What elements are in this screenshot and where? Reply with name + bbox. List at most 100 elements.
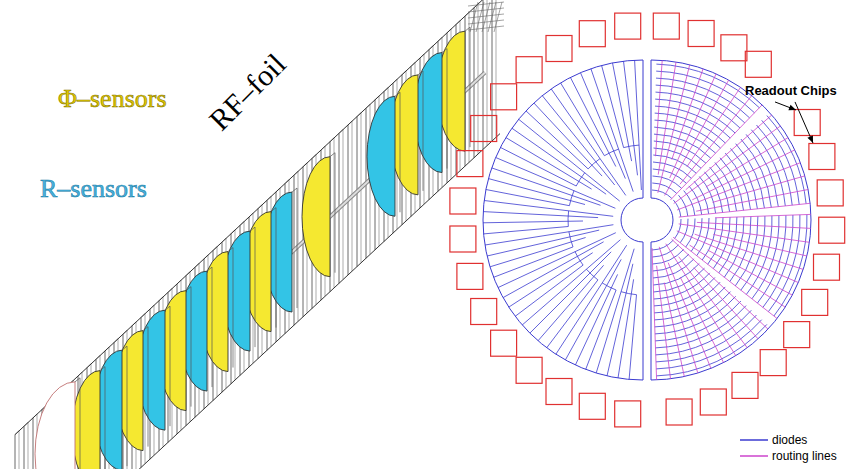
readout-chip	[688, 21, 714, 47]
diode-strip	[568, 211, 570, 227]
sensor-half-disc	[367, 96, 395, 216]
diode-strip	[673, 200, 681, 217]
routing-line	[697, 222, 811, 228]
diode-strip	[542, 96, 614, 185]
diode-strip	[652, 245, 678, 257]
diode-strip	[655, 301, 741, 341]
foil-fold-line	[492, 0, 496, 137]
leader-line	[795, 102, 813, 143]
foil-fold-line	[24, 422, 28, 469]
diode-strip	[522, 240, 620, 325]
readout-chip	[819, 217, 845, 243]
module-frame	[122, 346, 127, 466]
legend-label: routing lines	[772, 449, 837, 463]
foil-fold-line	[24, 426, 25, 469]
readout-chip	[516, 57, 542, 83]
foil-edge	[15, 134, 500, 469]
routing-line	[706, 138, 788, 187]
routing-line	[652, 248, 657, 380]
module-frame	[100, 367, 105, 469]
diode-strip	[656, 306, 747, 348]
foil-fold-line	[15, 431, 19, 469]
module-frame	[395, 92, 400, 212]
readout-chips	[450, 13, 845, 427]
diode-strip	[629, 295, 636, 380]
diode-strip	[576, 173, 585, 186]
legend-line-sample	[740, 455, 768, 457]
diode-strip	[607, 264, 633, 376]
module-frame	[271, 208, 276, 328]
module-frame	[465, 27, 470, 147]
module-frame	[250, 227, 255, 347]
diode-strip	[575, 252, 583, 265]
routing-line	[677, 231, 799, 283]
diode-strip	[498, 233, 616, 288]
sensor-type-label: R–sensors	[40, 174, 147, 204]
routing-line	[713, 234, 807, 256]
readout-chip	[794, 110, 820, 136]
diode-strip	[487, 230, 599, 256]
diode-strip	[652, 183, 676, 193]
routing-line	[679, 257, 748, 348]
diode-strip	[486, 190, 570, 206]
routing-line	[715, 214, 811, 217]
mesh-line	[494, 2, 502, 32]
diode-strip	[483, 212, 598, 218]
routing-line	[670, 74, 716, 178]
routing-line	[708, 250, 793, 295]
diode-strip	[500, 147, 576, 186]
module-frame	[442, 49, 447, 169]
diode-strip	[653, 176, 682, 188]
sensor-layout	[483, 60, 811, 380]
readout-chip	[700, 389, 726, 415]
routing-line	[672, 69, 703, 160]
diode-strip	[621, 292, 636, 295]
diode-strip	[602, 66, 624, 148]
foil-fold-line	[15, 435, 16, 469]
sensor-half-disc	[302, 157, 330, 277]
diode-strip	[684, 191, 695, 216]
module-frame	[292, 188, 297, 308]
diode-strip	[588, 159, 600, 169]
readout-chip	[546, 379, 572, 405]
legend-label: diodes	[772, 433, 807, 447]
readout-chip	[732, 372, 758, 398]
readout-chip	[471, 299, 497, 325]
routing-line	[680, 277, 724, 363]
module-frame	[418, 71, 423, 191]
diode-strip	[551, 89, 626, 195]
readout-chip	[516, 357, 542, 383]
routing-line	[680, 96, 752, 185]
sensor-outline	[651, 60, 811, 380]
diode-strip	[635, 60, 642, 190]
readout-chip	[814, 254, 840, 280]
routing-line	[673, 237, 777, 318]
module-frame	[228, 248, 233, 368]
routing-line	[686, 115, 772, 190]
foil-label: RF–foil	[203, 47, 293, 137]
sensor-hole	[651, 198, 673, 242]
readout-chip	[450, 188, 476, 214]
readout-chip	[450, 226, 476, 252]
readout-chip	[809, 144, 835, 170]
readout-chip	[817, 180, 843, 206]
sensor-outline	[651, 60, 652, 380]
diode-strip	[503, 242, 603, 298]
diode-strip	[654, 282, 720, 313]
arrow-head	[807, 135, 813, 143]
diode-strip	[675, 219, 681, 239]
diode-strip	[575, 274, 617, 365]
diode-strip	[569, 191, 574, 206]
diode-strip	[515, 265, 583, 316]
diode-strip	[751, 130, 785, 206]
mesh-line	[468, 2, 504, 6]
readout-chip	[721, 35, 747, 61]
leader-arrows	[775, 102, 813, 143]
readout-chip	[491, 84, 517, 110]
readout-chip	[579, 393, 605, 419]
diode-strip	[746, 134, 778, 206]
sensor-outline	[483, 60, 643, 380]
sensor-type-label: Φ–sensors	[58, 84, 167, 114]
routing-line	[656, 60, 663, 156]
